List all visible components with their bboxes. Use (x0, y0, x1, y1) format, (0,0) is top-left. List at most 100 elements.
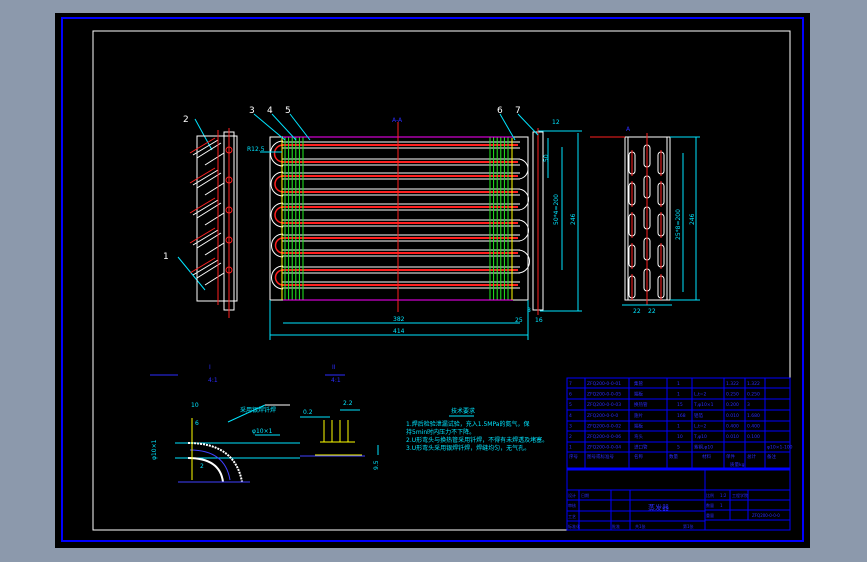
inlet-pipe (192, 139, 219, 156)
parts-header: 数量 (669, 453, 678, 460)
drawing-name: 蒸发器 (648, 503, 669, 512)
parts-cell: 0.200 (726, 402, 739, 408)
parts-cell: L,t=2 (694, 423, 706, 429)
parts-cell: 0.400 (747, 423, 760, 429)
parts-header: 总计 (747, 453, 756, 460)
tube-end (225, 236, 233, 244)
bend-centerline (189, 449, 231, 481)
return-bend (517, 249, 530, 274)
u-bend (273, 144, 284, 163)
tb-label-0: 设计 (568, 492, 576, 498)
mass-header: 质量kg (730, 461, 745, 468)
parts-cell: 1 (677, 381, 680, 387)
detail-I-scale: 4:1 (208, 377, 218, 384)
tube-end (225, 176, 233, 184)
dim-height: 246 (570, 213, 577, 225)
tb-label-2: 工艺 (568, 514, 576, 519)
parts-header: 备注 (767, 453, 776, 460)
bend (204, 212, 225, 226)
parts-cell: 0.250 (747, 392, 760, 398)
inlet-centerline (189, 137, 216, 154)
bend-outer (187, 442, 243, 483)
qty-label: 数量 (706, 502, 714, 508)
u-bend (274, 175, 284, 193)
parts-cell: 2 (569, 434, 572, 440)
tb-label-3: 标准化 (568, 523, 580, 529)
balloon-6: 6 (497, 106, 503, 116)
parts-cell: 1 (677, 392, 680, 398)
weld-note: 采用银焊钎焊 (240, 406, 276, 414)
parts-cell: T,φ10 (693, 434, 707, 440)
parts-cell: 1.322 (726, 381, 739, 387)
parts-cell: φ10×1-100 (767, 445, 793, 451)
section-mark-side: A (626, 126, 631, 133)
return-bend (517, 219, 529, 242)
detail-dim-10: 10 (191, 402, 199, 409)
balloon-leader (177, 256, 206, 291)
drawing-paper (55, 13, 810, 548)
dim-small: 8 (527, 307, 531, 314)
inlet-centerline (189, 227, 216, 244)
detail-II-scale: 4:1 (331, 377, 341, 384)
right-side-view (590, 133, 700, 306)
parts-cell: 1.322 (747, 381, 760, 387)
parts-cell: 集管 (634, 380, 643, 387)
inlet-centerline (189, 167, 216, 184)
dim-header-offset: 12 (552, 119, 560, 126)
parts-cell: 弯头 (634, 433, 643, 440)
parts-cell: 端板 (634, 391, 643, 398)
inlet-pipe (192, 199, 219, 216)
detail-I-label: I (209, 364, 211, 371)
dim-header-dia: 16 (535, 317, 543, 324)
balloon-leader (271, 113, 297, 141)
left-side-view (189, 128, 238, 318)
inlet-pipe (196, 172, 222, 189)
drawing-frame (92, 30, 791, 531)
detail-dim-fin-t: 0.2 (303, 409, 313, 416)
parts-header: 序号 (569, 453, 578, 460)
u-bend-outline (270, 202, 284, 228)
parts-cell: 10 (677, 434, 683, 440)
dim-pitch-total: 50*4=200 (553, 194, 560, 225)
balloon-leader (289, 113, 311, 141)
scale-value: 1:2 (720, 493, 727, 498)
detail-II-label: II (332, 364, 336, 371)
bend (204, 272, 225, 286)
parts-cell: 0.010 (726, 413, 739, 419)
parts-cell: 3 (747, 402, 750, 408)
parts-cell: ZFQ200-0-0-03 (587, 402, 621, 408)
parts-cell: ZFQ200-0-0-06 (587, 434, 621, 440)
dim-side-height: 246 (689, 213, 696, 225)
parts-header: 名称 (634, 453, 643, 460)
notes-title: 技术要求 (451, 407, 475, 415)
section-mark-front: A-A (392, 117, 403, 124)
u-bend-outline (270, 140, 284, 167)
parts-header: 材料 (702, 453, 711, 460)
parts-cell: T,φ10×1 (693, 402, 714, 408)
note-line-3: 2.U形弯头与换热管采用钎焊，不得有未焊透及堵塞。 (406, 436, 548, 444)
return-bend (517, 158, 529, 180)
dim-fin-length: 382 (393, 316, 405, 323)
parts-cell: ZFQ200-0-0-05 (587, 392, 621, 398)
tb-label-4: 批准 (612, 523, 620, 529)
dim-end-gap: 25 (515, 317, 523, 324)
detail-dim-fin-h: 9.5 (373, 460, 380, 470)
tb-label-1: 审核 (568, 502, 576, 508)
parts-cell: 进口管 (634, 444, 648, 451)
page-number: 第1张 (683, 523, 694, 529)
parts-cell: 1 (569, 445, 572, 451)
parts-cell: 1.680 (747, 413, 760, 419)
bend (204, 242, 225, 256)
parts-cell: 紫铜,φ10 (694, 444, 713, 451)
parts-header: 单件 (726, 453, 735, 460)
parts-cell: 6 (569, 392, 572, 398)
parts-cell: 0.250 (726, 392, 739, 398)
balloon-4: 4 (267, 106, 273, 116)
parts-cell: ZFQ200-0-0-01 (587, 381, 621, 387)
parts-cell: 5 (677, 445, 680, 451)
inlet-pipe (196, 202, 222, 219)
parts-cell: 4 (569, 413, 572, 419)
inlet-pipe (192, 259, 219, 276)
inlet-centerline (189, 257, 216, 274)
sheet-count: 共1张 (635, 523, 646, 529)
